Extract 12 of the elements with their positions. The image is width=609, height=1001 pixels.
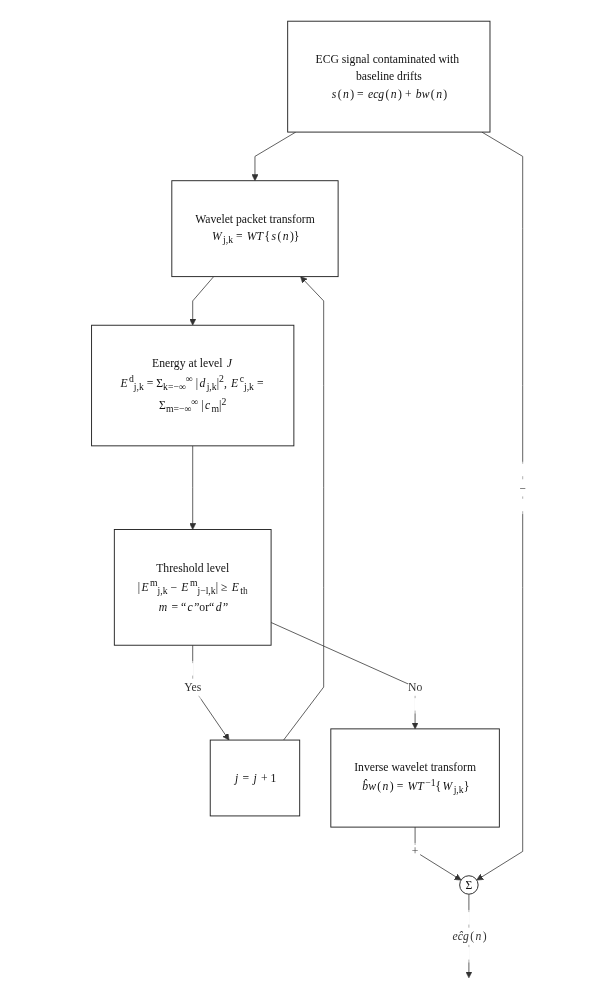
node-box: Threshold level |E$^{m}$$_{j,k}$ − E$^{m}$$_{j−l,k}$| ≥ E$_{th}$ m = “c”or“d” [113,529,272,646]
node-box: j = j + 1 [209,739,301,817]
node-circle: Σ [459,875,479,895]
edge-label: eĉg(n) [452,929,487,943]
node-box: ECG signal contaminated with baseline drifts s(n) = ecg(n) + bw(n) [287,20,491,133]
edge-label: − [519,481,526,494]
edge-label: Yes [184,680,202,694]
edge-label: No [407,680,423,694]
node-box: Inverse wavelet transform b̂w(n) = WT$^{−1}${W$_{j,k}$} [330,728,500,828]
node-box: Wavelet packet transform W$_{j,k}$ = WT{s(n)} [171,180,339,278]
node-box: Energy at level J E$^{d}$$_{j,k}$ = Σ$_{k=−∞}$$^{∞}$ |d$_{j,k}$|$^{2}$, E$^{c}$$_{j,k}$ = Σ$_{m=−∞}$$^{∞}$ |c$_{m}$|$^{2}$ [91,324,295,447]
edge-label: + [411,845,419,858]
